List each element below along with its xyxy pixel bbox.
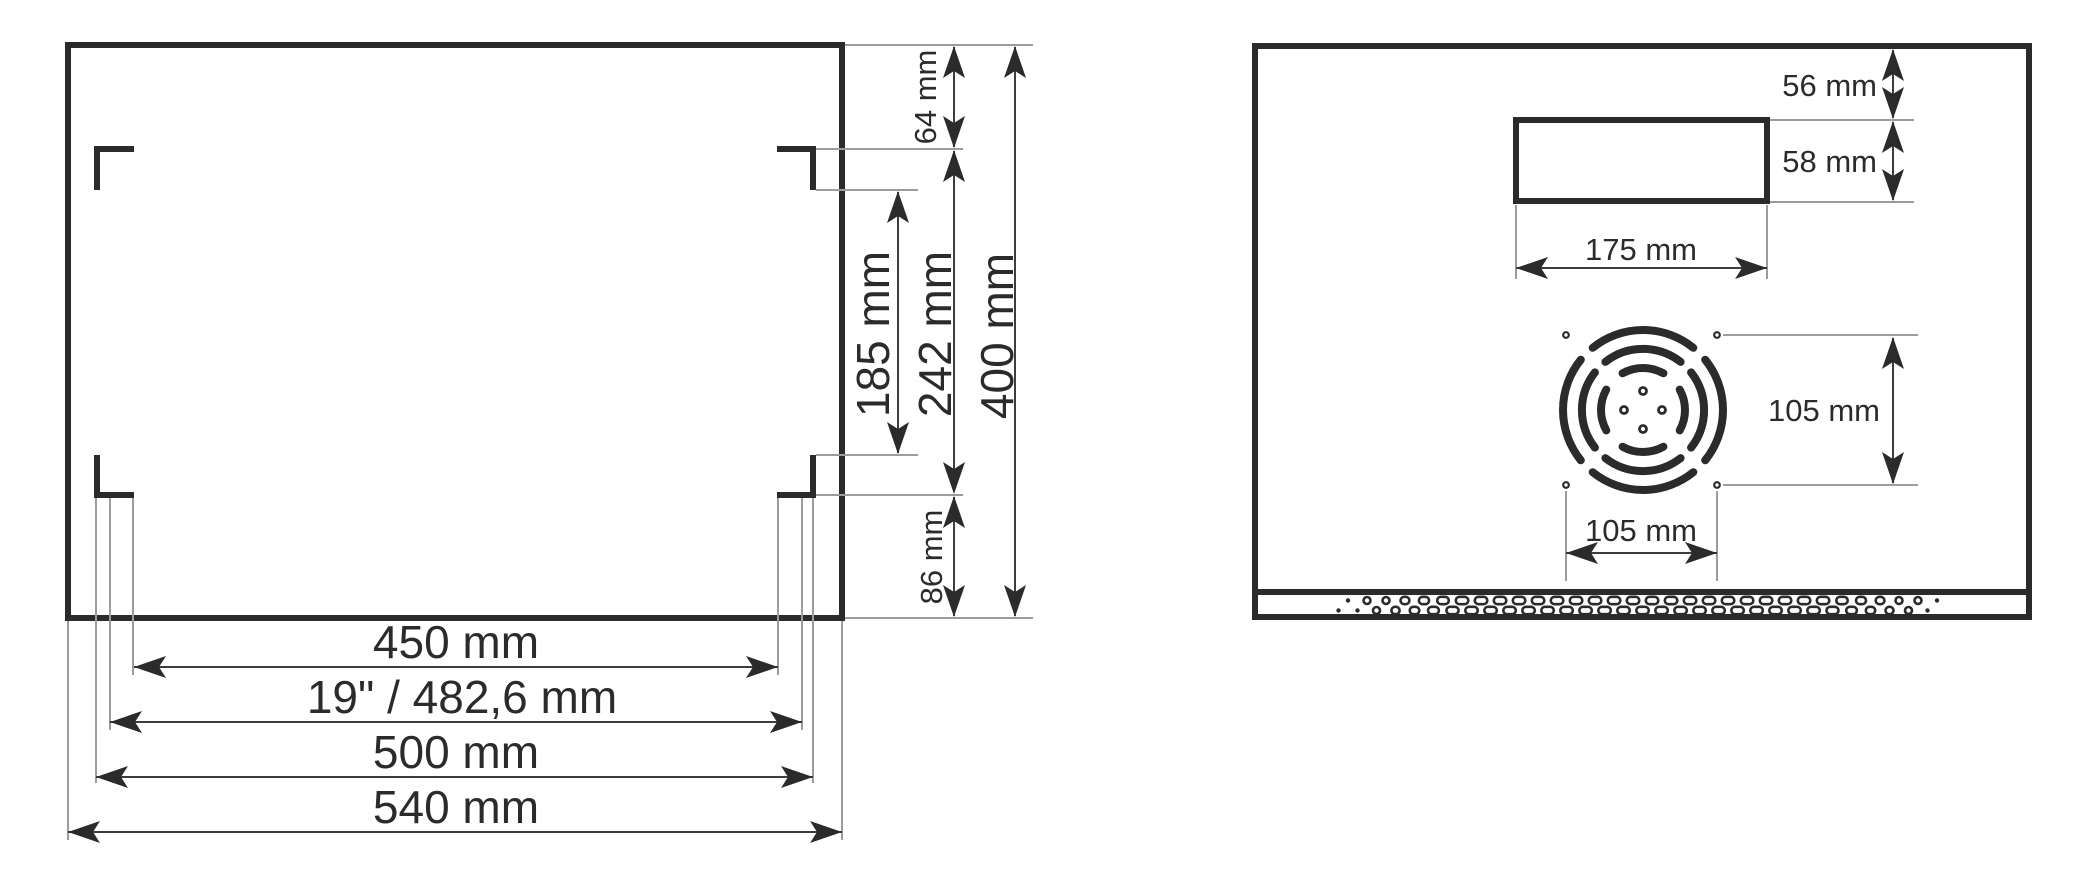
dim-400mm: 400 mm (971, 46, 1026, 617)
front-panel-outline (65, 42, 845, 621)
fan-grille-arcs (1559, 326, 1727, 494)
rack-bracket-top-right (777, 146, 816, 190)
fan-grille-center-holes (1619, 386, 1667, 434)
dim-label-242: 242 mm (909, 251, 961, 417)
dim-label-56: 56 mm (1782, 68, 1877, 103)
dim-label-64: 64 mm (908, 50, 943, 145)
rack-bracket-bottom-right (777, 455, 816, 498)
dim-450mm: 450 mm (134, 616, 778, 678)
dim-105mm-vertical: 105 mm (1768, 337, 1904, 484)
dim-540mm: 540 mm (68, 781, 842, 843)
dim-185mm: 185 mm (847, 191, 909, 454)
rack-bracket-top-left (94, 146, 134, 190)
dim-56mm: 56 mm (1782, 49, 1904, 119)
dim-175mm: 175 mm (1516, 232, 1767, 279)
dim-label-450: 450 mm (373, 616, 539, 668)
dim-label-185: 185 mm (847, 251, 899, 417)
dim-500mm: 500 mm (96, 726, 813, 788)
perforated-vent-strip (1336, 595, 1940, 616)
dim-label-482: 19" / 482,6 mm (307, 671, 617, 723)
dim-105mm-horizontal: 105 mm (1566, 513, 1717, 564)
cable-entry-opening (1513, 117, 1770, 204)
dim-19inch-482mm: 19" / 482,6 mm (110, 671, 802, 733)
dim-label-500: 500 mm (373, 726, 539, 778)
dim-label-540: 540 mm (373, 781, 539, 833)
rear-extension-lines (1515, 119, 1918, 581)
rear-view: 56 mm 58 mm 175 mm 105 mm 105 mm (1252, 43, 2032, 620)
dim-label-105-h: 105 mm (1585, 513, 1697, 548)
dim-58mm: 58 mm (1782, 121, 1904, 201)
dim-label-175: 175 mm (1585, 232, 1697, 267)
dim-label-86: 86 mm (914, 510, 949, 605)
dim-86mm: 86 mm (914, 496, 965, 617)
dim-label-58: 58 mm (1782, 144, 1877, 179)
dim-label-400: 400 mm (971, 253, 1023, 419)
dim-64mm: 64 mm (908, 46, 965, 148)
dim-242mm: 242 mm (909, 150, 965, 494)
dim-label-105-v: 105 mm (1768, 393, 1880, 428)
fan-mount-holes (1562, 331, 1721, 489)
rack-bracket-bottom-left (94, 455, 134, 498)
fan-grille (1559, 326, 1727, 494)
front-extension-lines (67, 44, 1033, 840)
front-view: 450 mm 19" / 482,6 mm 500 mm 540 mm 64 m… (65, 42, 1033, 843)
